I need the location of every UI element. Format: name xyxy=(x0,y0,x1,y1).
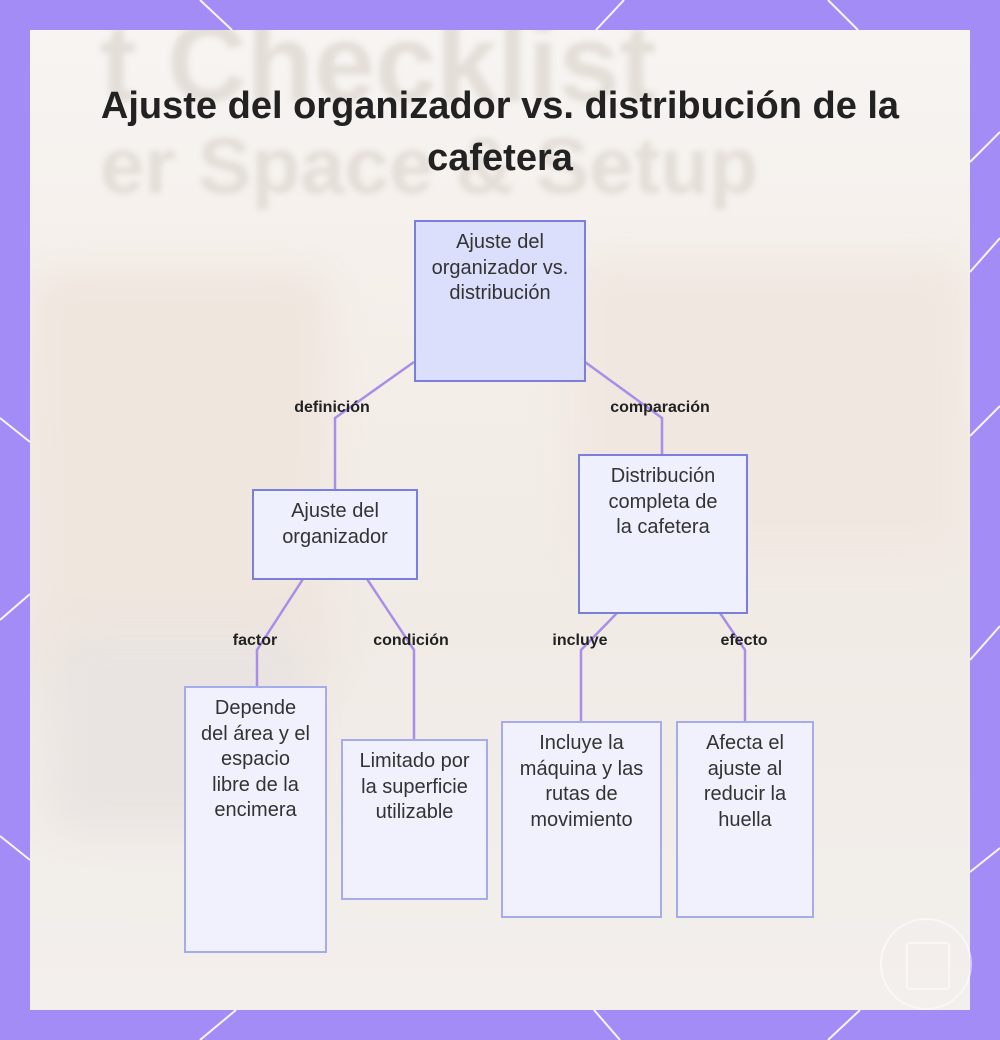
node-organizer-fit: Ajuste del organizador xyxy=(252,489,418,580)
node-full-layout-label: Distribución completa de la cafetera xyxy=(608,465,718,538)
node-depends-area: Depende del área y el espacio libre de l… xyxy=(184,686,327,953)
node-includes-machine-label: Incluye la máquina y las rutas de movimi… xyxy=(519,732,644,831)
node-includes-machine: Incluye la máquina y las rutas de movimi… xyxy=(501,721,662,918)
edge-condition xyxy=(365,578,416,739)
building-icon xyxy=(906,942,950,990)
watermark-badge xyxy=(880,918,972,1010)
node-depends-area-label: Depende del área y el espacio libre de l… xyxy=(201,697,310,821)
edge-label-definition: definición xyxy=(294,399,370,416)
node-organizer-fit-label: Ajuste del organizador xyxy=(282,500,388,548)
background-blur xyxy=(30,270,330,690)
node-affects-fit-label: Afecta el ajuste al reducir la huella xyxy=(703,732,787,831)
edge-comparison xyxy=(584,360,664,454)
edge-label-comparison: comparación xyxy=(610,399,710,416)
edge-factor xyxy=(255,578,305,686)
background-ghost-text: t Checklist xyxy=(100,30,657,125)
background-ghost-subtext: er Space & Setup xyxy=(100,121,759,210)
node-root: Ajuste del organizador vs. distribución xyxy=(414,220,586,382)
edge-label-factor: factor xyxy=(232,632,278,649)
node-affects-fit: Afecta el ajuste al reducir la huella xyxy=(676,721,814,918)
content-panel: t Checklist er Space & Setup xyxy=(30,30,970,1010)
edge-includes xyxy=(579,612,618,721)
node-root-label: Ajuste del organizador vs. distribución xyxy=(431,231,569,304)
node-limited-surface-label: Limitado por la superficie utilizable xyxy=(359,750,470,823)
diagram-title: Ajuste del organizador vs. distribución … xyxy=(100,85,900,179)
node-full-layout: Distribución completa de la cafetera xyxy=(578,454,748,614)
edge-label-includes: incluye xyxy=(552,632,608,649)
node-limited-surface: Limitado por la superficie utilizable xyxy=(341,739,488,900)
edge-effect xyxy=(718,612,747,721)
edge-definition xyxy=(333,360,415,489)
edge-label-condition: condición xyxy=(373,632,449,649)
edge-label-effect: efecto xyxy=(720,632,768,649)
